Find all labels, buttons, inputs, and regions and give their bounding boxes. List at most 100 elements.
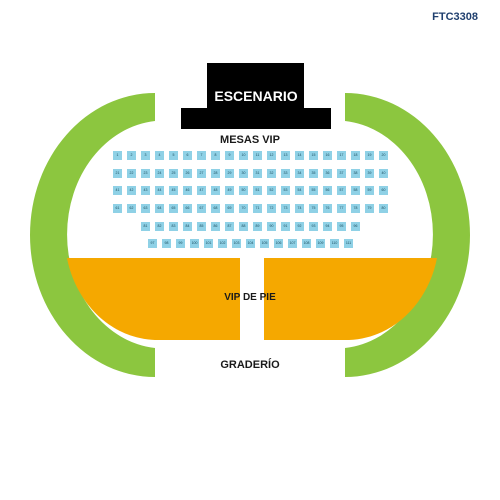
vip-table[interactable]: 65	[169, 204, 178, 213]
vip-table[interactable]: 81	[141, 222, 150, 231]
vip-table[interactable]: 109	[316, 239, 325, 248]
vip-table[interactable]: 4	[155, 151, 164, 160]
vip-table[interactable]: 1	[113, 151, 122, 160]
vip-table[interactable]: 97	[148, 239, 157, 248]
vip-table[interactable]: 37	[337, 169, 346, 178]
vip-table[interactable]: 41	[113, 186, 122, 195]
vip-table[interactable]: 51	[253, 186, 262, 195]
vip-table[interactable]: 66	[183, 204, 192, 213]
vip-table[interactable]: 74	[295, 204, 304, 213]
vip-table[interactable]: 61	[113, 204, 122, 213]
vip-table[interactable]: 12	[267, 151, 276, 160]
vip-table[interactable]: 53	[281, 186, 290, 195]
vip-table[interactable]: 2	[127, 151, 136, 160]
vip-table[interactable]: 16	[323, 151, 332, 160]
vip-table[interactable]: 98	[162, 239, 171, 248]
vip-table[interactable]: 78	[351, 204, 360, 213]
vip-table[interactable]: 93	[309, 222, 318, 231]
vip-table[interactable]: 59	[365, 186, 374, 195]
vip-table[interactable]: 25	[169, 169, 178, 178]
vip-table[interactable]: 28	[211, 169, 220, 178]
graderio-left-section[interactable]	[30, 93, 155, 377]
vip-table[interactable]: 3	[141, 151, 150, 160]
vip-table[interactable]: 95	[337, 222, 346, 231]
vip-table[interactable]: 108	[302, 239, 311, 248]
vip-table[interactable]: 79	[365, 204, 374, 213]
vip-table[interactable]: 36	[323, 169, 332, 178]
vip-de-pie-left-section[interactable]	[67, 258, 240, 340]
vip-table[interactable]: 34	[295, 169, 304, 178]
vip-table[interactable]: 52	[267, 186, 276, 195]
vip-table[interactable]: 85	[197, 222, 206, 231]
vip-table[interactable]: 45	[169, 186, 178, 195]
vip-table[interactable]: 49	[225, 186, 234, 195]
vip-table[interactable]: 69	[225, 204, 234, 213]
vip-table[interactable]: 31	[253, 169, 262, 178]
vip-table[interactable]: 40	[379, 169, 388, 178]
vip-table[interactable]: 56	[323, 186, 332, 195]
vip-table[interactable]: 72	[267, 204, 276, 213]
vip-table[interactable]: 105	[260, 239, 269, 248]
vip-table[interactable]: 82	[155, 222, 164, 231]
vip-table[interactable]: 86	[211, 222, 220, 231]
vip-table[interactable]: 99	[176, 239, 185, 248]
vip-de-pie-right-section[interactable]	[264, 258, 437, 340]
vip-table[interactable]: 23	[141, 169, 150, 178]
vip-table[interactable]: 30	[239, 169, 248, 178]
vip-table[interactable]: 44	[155, 186, 164, 195]
vip-table[interactable]: 58	[351, 186, 360, 195]
vip-table[interactable]: 14	[295, 151, 304, 160]
vip-table[interactable]: 104	[246, 239, 255, 248]
vip-table[interactable]: 35	[309, 169, 318, 178]
vip-table[interactable]: 67	[197, 204, 206, 213]
vip-table[interactable]: 32	[267, 169, 276, 178]
vip-table[interactable]: 54	[295, 186, 304, 195]
vip-table[interactable]: 80	[379, 204, 388, 213]
vip-table[interactable]: 103	[232, 239, 241, 248]
vip-table[interactable]: 77	[337, 204, 346, 213]
vip-table[interactable]: 64	[155, 204, 164, 213]
vip-table[interactable]: 96	[351, 222, 360, 231]
vip-table[interactable]: 13	[281, 151, 290, 160]
graderio-right-section[interactable]	[345, 93, 470, 377]
vip-table[interactable]: 88	[239, 222, 248, 231]
vip-table[interactable]: 9	[225, 151, 234, 160]
vip-table[interactable]: 48	[211, 186, 220, 195]
vip-table[interactable]: 75	[309, 204, 318, 213]
vip-table[interactable]: 68	[211, 204, 220, 213]
vip-table[interactable]: 47	[197, 186, 206, 195]
vip-table[interactable]: 8	[211, 151, 220, 160]
vip-table[interactable]: 102	[218, 239, 227, 248]
vip-table[interactable]: 71	[253, 204, 262, 213]
vip-table[interactable]: 29	[225, 169, 234, 178]
vip-table[interactable]: 19	[365, 151, 374, 160]
vip-table[interactable]: 89	[253, 222, 262, 231]
vip-table[interactable]: 6	[183, 151, 192, 160]
vip-table[interactable]: 62	[127, 204, 136, 213]
vip-table[interactable]: 5	[169, 151, 178, 160]
vip-table[interactable]: 7	[197, 151, 206, 160]
vip-table[interactable]: 38	[351, 169, 360, 178]
vip-table[interactable]: 50	[239, 186, 248, 195]
vip-table[interactable]: 110	[330, 239, 339, 248]
vip-table[interactable]: 43	[141, 186, 150, 195]
vip-table[interactable]: 94	[323, 222, 332, 231]
vip-table[interactable]: 46	[183, 186, 192, 195]
vip-table[interactable]: 18	[351, 151, 360, 160]
vip-table[interactable]: 26	[183, 169, 192, 178]
vip-table[interactable]: 83	[169, 222, 178, 231]
vip-table[interactable]: 24	[155, 169, 164, 178]
vip-table[interactable]: 63	[141, 204, 150, 213]
vip-table[interactable]: 87	[225, 222, 234, 231]
vip-table[interactable]: 42	[127, 186, 136, 195]
vip-table[interactable]: 84	[183, 222, 192, 231]
vip-table[interactable]: 11	[253, 151, 262, 160]
vip-table[interactable]: 55	[309, 186, 318, 195]
vip-table[interactable]: 27	[197, 169, 206, 178]
vip-table[interactable]: 57	[337, 186, 346, 195]
vip-table[interactable]: 10	[239, 151, 248, 160]
vip-table[interactable]: 101	[204, 239, 213, 248]
vip-table[interactable]: 21	[113, 169, 122, 178]
vip-table[interactable]: 15	[309, 151, 318, 160]
vip-table[interactable]: 91	[281, 222, 290, 231]
